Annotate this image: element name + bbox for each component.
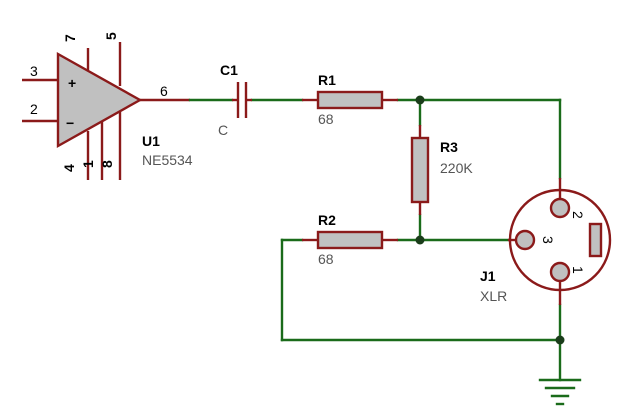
- r1-reference: R1: [318, 72, 336, 88]
- resistor-r3: R3 220K: [410, 125, 473, 215]
- u1-pin7-number: 7: [62, 34, 78, 42]
- r3-body: [410, 136, 430, 204]
- u1-pin8-number: 8: [99, 160, 115, 168]
- c1-value: C: [218, 122, 228, 138]
- xlr-key-slot: [588, 222, 603, 258]
- j1-pin1-number: 1: [570, 266, 586, 274]
- r3-value: 220K: [440, 160, 473, 176]
- u1-pin1-number: 1: [80, 160, 96, 168]
- u1-pin2-number: 2: [30, 101, 38, 117]
- opamp-triangle: [56, 51, 143, 149]
- xlr-pin1-contact: [549, 261, 571, 283]
- r1-body: [316, 90, 384, 110]
- j1-reference: J1: [480, 268, 496, 284]
- u1-value: NE5534: [142, 152, 193, 168]
- opamp-u1: + − 3 2 6 7 5 4 1 8 U1 NE5534: [22, 32, 193, 180]
- resistor-r2: R2 68: [302, 212, 398, 267]
- j1-pin3-number: 3: [540, 236, 556, 244]
- u1-pin4-number: 4: [61, 164, 77, 172]
- xlr-connector-j1: 2 3 1 J1 XLR: [480, 178, 612, 305]
- u1-pin6-number: 6: [160, 83, 168, 99]
- r2-reference: R2: [318, 212, 336, 228]
- capacitor-c1: C1 C: [218, 62, 252, 138]
- c1-reference: C1: [220, 62, 238, 78]
- ground-symbol: [538, 378, 582, 406]
- xlr-outer-circle: [508, 188, 612, 292]
- r2-body: [316, 230, 384, 250]
- xlr-pin2-contact: [549, 197, 571, 219]
- j1-value: XLR: [480, 288, 507, 304]
- r2-value: 68: [318, 251, 334, 267]
- xlr-pin3-contact: [514, 229, 536, 251]
- u1-pin5-number: 5: [103, 32, 119, 40]
- u1-pin3-number: 3: [30, 63, 38, 79]
- r3-reference: R3: [440, 139, 458, 155]
- opamp-plus-sign: +: [68, 75, 76, 91]
- junction-top: [415, 95, 425, 105]
- resistor-r1: R1 68: [302, 72, 398, 127]
- r1-value: 68: [318, 111, 334, 127]
- junction-middle: [415, 235, 425, 245]
- u1-reference: U1: [142, 133, 160, 149]
- j1-pin2-number: 2: [570, 211, 586, 219]
- opamp-minus-sign: −: [66, 115, 74, 131]
- junction-bottom: [555, 335, 565, 345]
